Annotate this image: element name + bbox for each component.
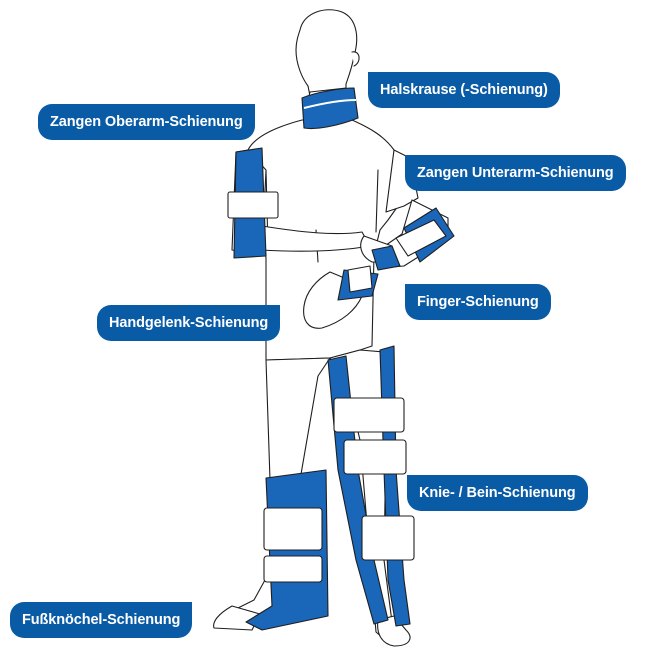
wrist-strap <box>348 266 372 292</box>
leg-strap-1 <box>334 398 404 432</box>
ear <box>352 52 359 66</box>
upper-arm-strap <box>228 192 278 218</box>
label-oberarm: Zangen Oberarm-Schienung <box>38 104 255 140</box>
label-handgelenk: Handgelenk-Schienung <box>97 305 280 341</box>
label-halskrause: Halskrause (-Schienung) <box>368 72 560 108</box>
label-knie-bein: Knie- / Bein-Schienung <box>407 475 588 511</box>
ankle-strap-1 <box>264 508 322 550</box>
label-finger: Finger-Schienung <box>405 284 551 320</box>
head <box>296 10 357 96</box>
leg-strap-3 <box>362 516 414 560</box>
leg-strap-2 <box>344 440 406 474</box>
ankle-strap-2 <box>264 556 322 582</box>
label-fussknoechel: Fußknöchel-Schienung <box>10 602 192 638</box>
label-unterarm: Zangen Unterarm-Schienung <box>405 155 626 191</box>
